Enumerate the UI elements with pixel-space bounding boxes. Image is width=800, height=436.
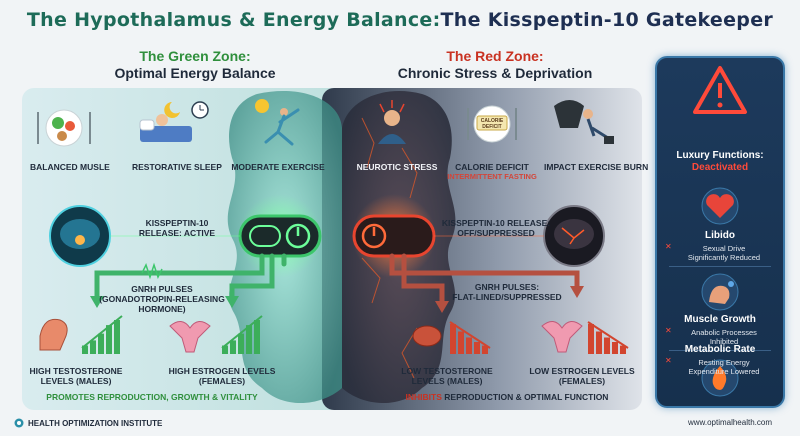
luxury-item-metabolic-name: Metabolic Rate [684, 344, 756, 355]
muscle-growth-icon [701, 273, 739, 311]
red-zone-heading: The Red Zone: Chronic Stress & Deprivati… [397, 48, 593, 81]
diagram-svg: CALORIE DEFICIT [22, 88, 642, 410]
input-label-balanced-meal: Balanced Musle [30, 162, 110, 172]
green-testosterone-bars [81, 315, 123, 354]
red-release-label: Kisspeptin-10 Release: Off/Suppressed [441, 218, 551, 238]
bar-2 [466, 337, 472, 354]
footer-brand: Health Optimization Institute [14, 418, 162, 428]
bar-0 [588, 324, 594, 354]
red-muscle-icon [412, 325, 442, 347]
bar-1 [90, 340, 96, 354]
luxury-item-muscle-desc: Anabolic Processes Inhibited [691, 328, 757, 346]
red-zone-footer-rest: Reproduction & Optimal Function [441, 392, 609, 402]
exhausted-lifter-icon [554, 100, 614, 144]
green-brain-scan-icon [49, 205, 111, 267]
libido-heart-icon [701, 187, 739, 225]
bar-3 [474, 342, 480, 354]
red-gnrh-label: GnRH Pulses: Flat-lined/Suppressed [452, 282, 562, 302]
bar-0 [222, 345, 228, 354]
red-estrogen-bars [587, 321, 629, 354]
libido-x-icon: ✕ [665, 242, 672, 251]
input-label-impact-exercise: Impact Exercise Burn [544, 162, 649, 172]
green-zone-heading: The Green Zone: Optimal Energy Balance [114, 48, 276, 81]
divider [669, 350, 771, 351]
bar-3 [612, 342, 618, 354]
bar-1 [596, 331, 602, 354]
green-switch-track [249, 225, 281, 247]
bar-4 [620, 345, 626, 354]
luxury-functions-card: Luxury Functions: Deactivated Libido ✕ S… [655, 56, 785, 408]
metabolic-flame-icon [701, 359, 739, 397]
luxury-title: Luxury Functions: Deactivated [676, 150, 764, 173]
bar-4 [114, 320, 120, 354]
institute-logo-icon [14, 418, 24, 428]
input-sublabel-fasting: Intermittent Fasting [447, 172, 537, 181]
green-outcome-estrogen: High Estrogen Levels (Females) [168, 366, 276, 386]
luxury-item-libido-desc: Sexual Drive Significantly Reduced [687, 244, 761, 262]
red-switch [352, 214, 436, 258]
title-part-2: The Kisspeptin-10 Gatekeeper [440, 9, 774, 31]
red-zone-footer-strong: Inhibits [405, 392, 442, 402]
footer-url[interactable]: www.optimalhealth.com [687, 418, 772, 427]
bar-2 [604, 337, 610, 354]
luxury-item-libido-name: Libido [705, 230, 735, 241]
plate-text-line2: DEFICIT [482, 124, 501, 130]
bar-3 [246, 325, 252, 354]
input-label-sleep: Restorative Sleep [132, 162, 222, 172]
green-gnrh-pathway [94, 253, 287, 301]
bar-0 [82, 345, 88, 354]
red-power-icon [361, 223, 387, 249]
footer-brand-name: Health Optimization Institute [28, 418, 163, 428]
luxury-item-muscle-name: Muscle Growth [684, 314, 756, 325]
luxury-item-metabolic-desc: Resting Energy Expenditure Lowered [688, 358, 760, 376]
bar-2 [238, 333, 244, 354]
green-power-icon [285, 223, 311, 249]
red-outcome-testosterone: Low Testosterone Levels (Males) [401, 366, 493, 386]
green-muscle-icon [39, 318, 68, 351]
muscle-x-icon: ✕ [665, 326, 672, 335]
bar-4 [254, 320, 260, 354]
bar-2 [98, 333, 104, 354]
green-gnrh-label: GnRH Pulses (Gonadotropin-Releasing Horm… [99, 284, 225, 314]
bar-3 [106, 325, 112, 354]
bar-0 [450, 324, 456, 354]
metabolic-x-icon: ✕ [665, 356, 672, 365]
divider [669, 266, 771, 267]
bar-4 [482, 345, 488, 354]
luxury-item-icons [701, 187, 739, 397]
balanced-meal-icon [37, 109, 91, 147]
page-title: The Hypothalamus & Energy Balance: The K… [0, 0, 800, 40]
input-label-stress: Neurotic Stress [356, 162, 438, 172]
diagram-panel: CALORIE DEFICIT [22, 88, 649, 410]
red-brain-scan-icon [543, 205, 605, 267]
title-part-1: The Hypothalamus & Energy Balance: [26, 9, 441, 31]
sleep-icon [139, 101, 209, 142]
input-label-calorie-deficit: Calorie Deficit [455, 162, 529, 172]
green-pulse-wave [141, 262, 163, 280]
green-release-label: Kisspeptin-10 Release: Active [138, 218, 216, 238]
stress-icon [378, 100, 406, 144]
bar-1 [458, 331, 464, 354]
green-zone-footer: Promotes Reproduction, Growth & Vitality [46, 392, 258, 402]
calorie-deficit-plate-icon: CALORIE DEFICIT [467, 105, 517, 143]
green-outcome-testosterone: High Testosterone Levels (Males) [29, 366, 123, 386]
red-uterus-icon [541, 321, 583, 353]
trend-down-arrow-icon [587, 321, 629, 349]
red-testosterone-bars [449, 321, 491, 354]
green-uterus-icon [169, 321, 211, 353]
exercise-icon [255, 99, 300, 146]
warning-icon [693, 66, 747, 114]
trend-down-arrow-icon [449, 321, 491, 349]
green-estrogen-bars [221, 315, 263, 354]
red-gnrh-pathway [389, 253, 580, 306]
plate-text-line1: CALORIE [481, 118, 504, 124]
red-outcome-estrogen: Low Estrogen Levels (Females) [529, 366, 635, 386]
red-zone-footer: Inhibits Reproduction & Optimal Function [392, 392, 622, 402]
trend-up-arrow-icon [221, 315, 263, 349]
trend-up-arrow-icon [81, 315, 123, 349]
bar-1 [230, 340, 236, 354]
input-label-exercise: Moderate Exercise [231, 162, 325, 172]
